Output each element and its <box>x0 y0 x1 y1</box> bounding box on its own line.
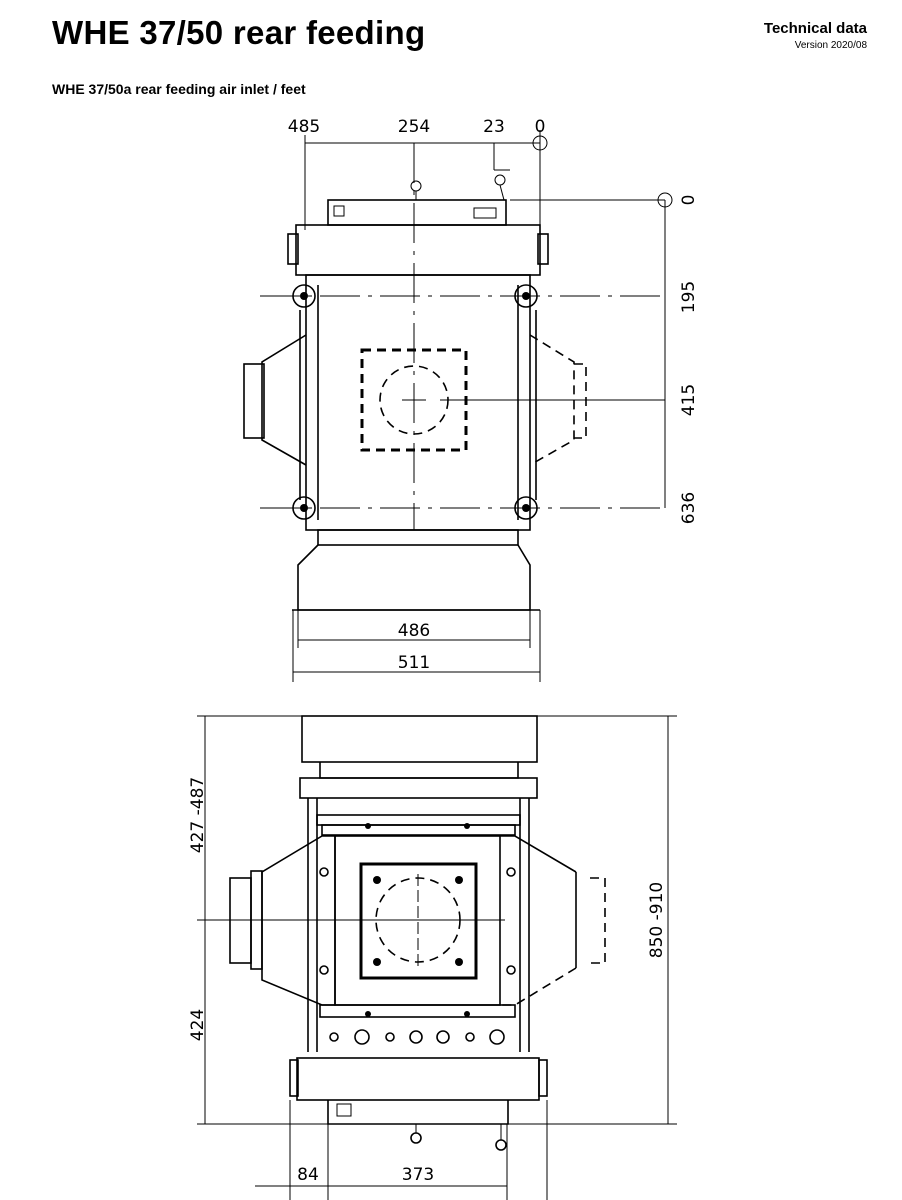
version-label: Version 2020/08 <box>794 40 867 51</box>
dim-373: 373 <box>402 1165 434 1185</box>
dim-424: 424 <box>188 1009 208 1041</box>
front-view-drawing <box>197 715 677 1200</box>
top-view-drawing <box>243 130 673 682</box>
dim-0-right: 0 <box>679 195 699 206</box>
dim-23: 23 <box>483 117 505 137</box>
dim-415: 415 <box>679 384 699 416</box>
dim-486: 486 <box>398 621 430 641</box>
page-title: WHE 37/50 rear feeding <box>52 14 426 51</box>
dim-84: 84 <box>297 1165 319 1185</box>
dim-195: 195 <box>679 281 699 313</box>
dim-254: 254 <box>398 117 430 137</box>
section-subtitle: WHE 37/50a rear feeding air inlet / feet <box>52 81 306 97</box>
dim-636: 636 <box>679 492 699 524</box>
document-type: Technical data <box>763 20 867 37</box>
dim-485: 485 <box>288 117 320 137</box>
dim-427-487: 427 -487 <box>188 777 208 853</box>
dim-511: 511 <box>398 653 430 673</box>
dim-850-910: 850 -910 <box>647 882 667 958</box>
dim-0-top: 0 <box>535 117 546 137</box>
